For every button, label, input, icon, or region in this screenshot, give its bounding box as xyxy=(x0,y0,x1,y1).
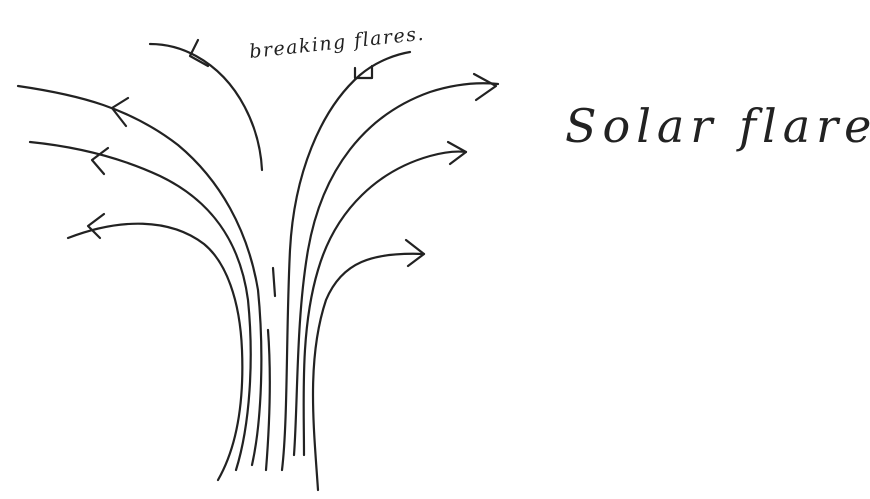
stem-line-right-1 xyxy=(282,52,410,470)
stem-line-left-3 xyxy=(18,86,261,465)
stem-line-right-4 xyxy=(313,254,424,490)
stem-line-right-3 xyxy=(304,151,466,455)
stem-line-right-2 xyxy=(294,83,498,455)
arrow-icon xyxy=(88,214,104,238)
stem-line-center-left xyxy=(150,44,262,170)
field-lines xyxy=(18,44,498,490)
diagram-title: Solar flare xyxy=(565,99,870,153)
stem-line-left-outer xyxy=(68,224,242,480)
stem-line-center-mark xyxy=(273,268,275,296)
stem-line-center xyxy=(266,330,270,470)
stem-line-left-2 xyxy=(30,142,251,470)
annotation-label: breaking flares. xyxy=(248,23,426,63)
arrow-icon xyxy=(474,74,496,100)
